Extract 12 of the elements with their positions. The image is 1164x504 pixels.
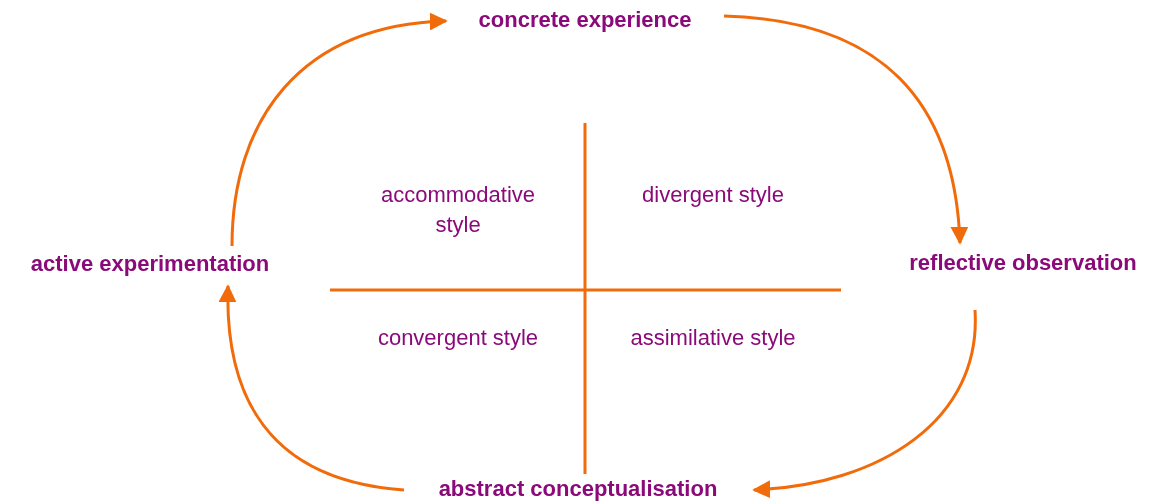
curved-arrow	[752, 309, 977, 498]
stage-label: reflective observation	[908, 249, 1138, 277]
style-label: divergent style	[641, 181, 785, 209]
stage-label: active experimentation	[29, 250, 271, 278]
stage-label: concrete experience	[477, 6, 693, 34]
stage-label: abstract conceptualisation	[437, 475, 719, 503]
style-label: accommodative style	[379, 181, 537, 239]
curved-arrow	[230, 13, 448, 247]
style-label: convergent style	[376, 324, 540, 352]
curved-arrow	[219, 284, 405, 492]
style-label: assimilative style	[629, 324, 797, 352]
curved-arrow	[723, 14, 968, 245]
